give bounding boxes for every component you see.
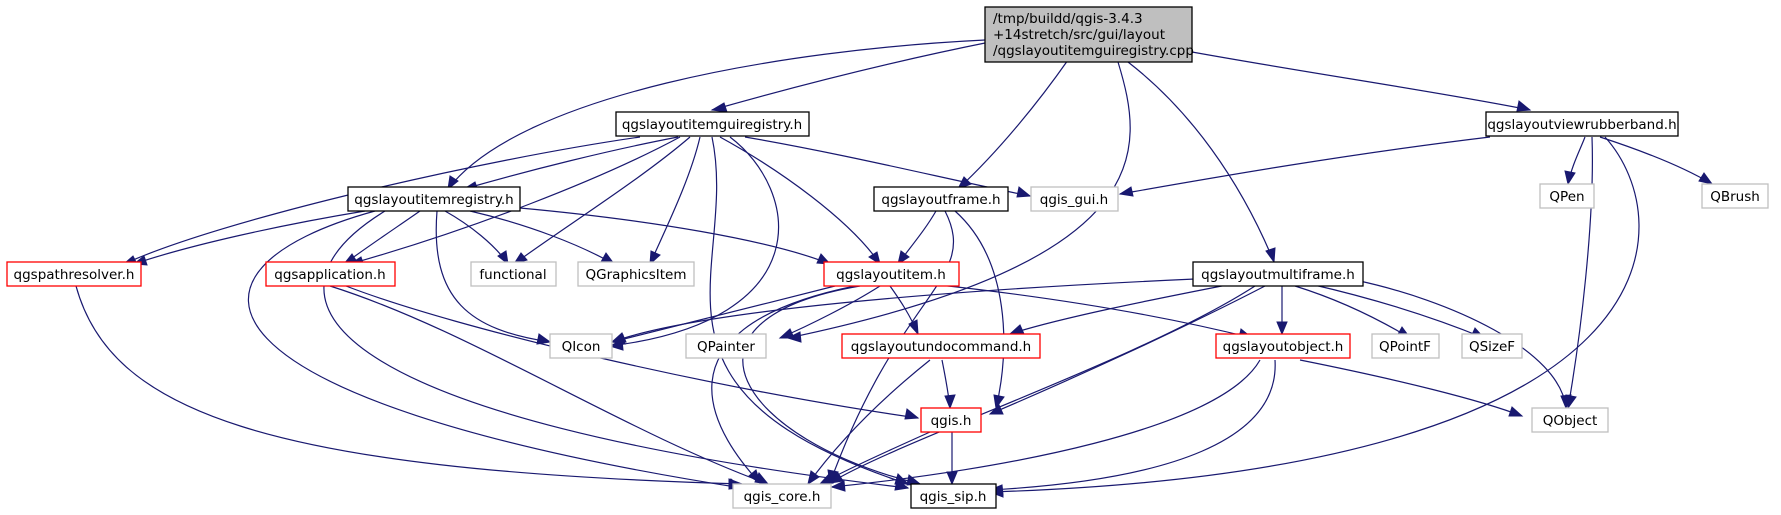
node-label: QPointF bbox=[1379, 339, 1431, 355]
edge-multiframe-to-qpointf bbox=[1294, 285, 1412, 339]
graph-nodes: /tmp/buildd/qgis-3.4.3 +14stretch/src/gu… bbox=[6, 6, 1769, 509]
edge-app-to-core bbox=[329, 285, 770, 485]
node-qgis-sip-h[interactable]: qgis_sip.h bbox=[910, 483, 997, 509]
node-label: qgslayoutmultiframe.h bbox=[1201, 267, 1355, 283]
edge-qgis-to-sip bbox=[946, 431, 958, 486]
edge-itemreg-to-sip bbox=[323, 210, 910, 491]
edge-item-to-core bbox=[711, 285, 856, 485]
edge-root-to-frame bbox=[956, 59, 1069, 190]
node-label: QIcon bbox=[562, 339, 601, 355]
node-label: QPainter bbox=[697, 339, 755, 355]
edge-itemreg-to-item bbox=[519, 207, 832, 265]
graph-edges bbox=[75, 39, 1714, 498]
edge-guireg-h-to-functional bbox=[512, 136, 691, 265]
node-qgis-gui-h[interactable]: qgis_gui.h bbox=[1030, 186, 1119, 212]
node-label: QGraphicsItem bbox=[586, 267, 687, 283]
edge-guireg-h-to-item bbox=[719, 136, 881, 266]
edge-item-to-undo bbox=[889, 285, 919, 336]
node-label: qgslayoutframe.h bbox=[881, 192, 1000, 208]
node-label: qgsapplication.h bbox=[274, 267, 386, 283]
edge-multiframe-to-object bbox=[1276, 286, 1288, 336]
edge-guireg-h-to-qicon bbox=[608, 136, 779, 351]
node-label: qgslayoutobject.h bbox=[1223, 339, 1344, 355]
node-label: QSizeF bbox=[1469, 339, 1515, 355]
edge-object-to-qobject bbox=[1299, 359, 1524, 417]
edge-frame-to-qgis bbox=[954, 210, 1005, 410]
edge-root-to-rubberband bbox=[1191, 51, 1532, 112]
node-label: qgis_sip.h bbox=[920, 489, 987, 505]
node-qpainter[interactable]: QPainter bbox=[685, 333, 767, 359]
edge-guireg-h-to-itemreg bbox=[462, 136, 679, 192]
node-qgslayoutitem-h[interactable]: qgslayoutitem.h bbox=[823, 261, 960, 287]
node-qbrush[interactable]: QBrush bbox=[1701, 183, 1769, 209]
edge-guireg-h-to-qgitem bbox=[649, 136, 701, 266]
edge-rubberband-to-qbrush bbox=[1599, 136, 1714, 185]
edge-itemreg-to-pathres bbox=[132, 210, 366, 266]
node-qgslayoutitemguiregistry-h[interactable]: qgslayoutitemguiregistry.h bbox=[615, 111, 810, 137]
node-qgslayoutviewrubberband-h[interactable]: qgslayoutviewrubberband.h bbox=[1485, 111, 1679, 137]
edge-itemreg-to-app bbox=[342, 210, 421, 265]
edge-frame-to-item bbox=[897, 210, 937, 266]
node-functional[interactable]: functional bbox=[470, 261, 557, 287]
node-qgsapplication-h[interactable]: qgsapplication.h bbox=[265, 261, 396, 287]
node-qsizef[interactable]: QSizeF bbox=[1461, 333, 1523, 359]
edge-root-to-guireg-h bbox=[710, 41, 991, 113]
node-root-file[interactable]: /tmp/buildd/qgis-3.4.3 +14stretch/src/gu… bbox=[984, 6, 1194, 63]
node-qpen[interactable]: QPen bbox=[1539, 183, 1595, 209]
edge-object-to-sip bbox=[988, 359, 1276, 496]
edge-itemreg-to-qgitem bbox=[469, 210, 616, 265]
node-label: functional bbox=[479, 267, 546, 283]
root-line-3: /qgslayoutitemguiregistry.cpp bbox=[993, 43, 1194, 59]
edge-item-to-qpainter bbox=[778, 285, 881, 339]
edge-object-to-core bbox=[830, 359, 1261, 492]
node-label: qgis_core.h bbox=[744, 489, 821, 505]
root-line-1: /tmp/buildd/qgis-3.4.3 bbox=[993, 11, 1143, 27]
node-qgslayoutobject-h[interactable]: qgslayoutobject.h bbox=[1215, 333, 1351, 359]
node-label: qgslayoutitem.h bbox=[836, 267, 946, 283]
edge-rubberband-to-qpen bbox=[1564, 136, 1586, 186]
edge-itemreg-to-qicon bbox=[435, 210, 552, 345]
node-qgslayoutundocommand-h[interactable]: qgslayoutundocommand.h bbox=[841, 333, 1041, 359]
edge-pathres-to-core bbox=[75, 285, 744, 490]
root-line-2: +14stretch/src/gui/layout bbox=[993, 27, 1165, 43]
edge-item-to-object bbox=[929, 283, 1254, 339]
node-qgslayoutitemregistry-h[interactable]: qgslayoutitemregistry.h bbox=[347, 186, 521, 212]
node-label: QPen bbox=[1549, 189, 1584, 205]
node-label: qgslayoutitemregistry.h bbox=[354, 192, 513, 208]
node-qicon[interactable]: QIcon bbox=[549, 333, 613, 359]
edge-rubberband-to-qgis-gui bbox=[1118, 136, 1491, 197]
edge-app-to-qgis bbox=[345, 285, 920, 420]
node-qgis-core-h[interactable]: qgis_core.h bbox=[732, 483, 832, 509]
node-label: qgis.h bbox=[931, 413, 972, 429]
node-label: qgslayoutviewrubberband.h bbox=[1487, 117, 1676, 133]
node-qgslayoutframe-h[interactable]: qgslayoutframe.h bbox=[873, 186, 1009, 212]
node-label: qgspathresolver.h bbox=[14, 267, 135, 283]
node-qobject[interactable]: QObject bbox=[1531, 407, 1609, 433]
edge-itemreg-to-functional bbox=[444, 210, 509, 266]
edge-root-to-multiframe bbox=[1127, 61, 1276, 264]
node-label: qgslayoutundocommand.h bbox=[851, 339, 1031, 355]
node-label: qgis_gui.h bbox=[1040, 192, 1108, 208]
edge-multiframe-to-qicon bbox=[610, 278, 1196, 343]
node-qgspathresolver-h[interactable]: qgspathresolver.h bbox=[6, 261, 142, 287]
edge-multiframe-to-core bbox=[828, 285, 1256, 484]
node-label: QBrush bbox=[1710, 189, 1760, 205]
edge-root-to-itemreg bbox=[447, 39, 986, 191]
node-qgraphicsitem[interactable]: QGraphicsItem bbox=[577, 261, 695, 287]
edge-multiframe-to-qobject bbox=[1354, 279, 1572, 410]
edge-multiframe-to-undo bbox=[1008, 283, 1233, 335]
node-qpointf[interactable]: QPointF bbox=[1371, 333, 1440, 359]
node-qgis-h[interactable]: qgis.h bbox=[920, 407, 982, 433]
node-qgslayoutmultiframe-h[interactable]: qgslayoutmultiframe.h bbox=[1192, 261, 1364, 287]
node-label: QObject bbox=[1543, 413, 1598, 429]
edge-undo-to-core bbox=[807, 359, 931, 486]
node-label: qgslayoutitemguiregistry.h bbox=[622, 117, 802, 133]
edge-undo-to-qgis bbox=[941, 359, 956, 410]
